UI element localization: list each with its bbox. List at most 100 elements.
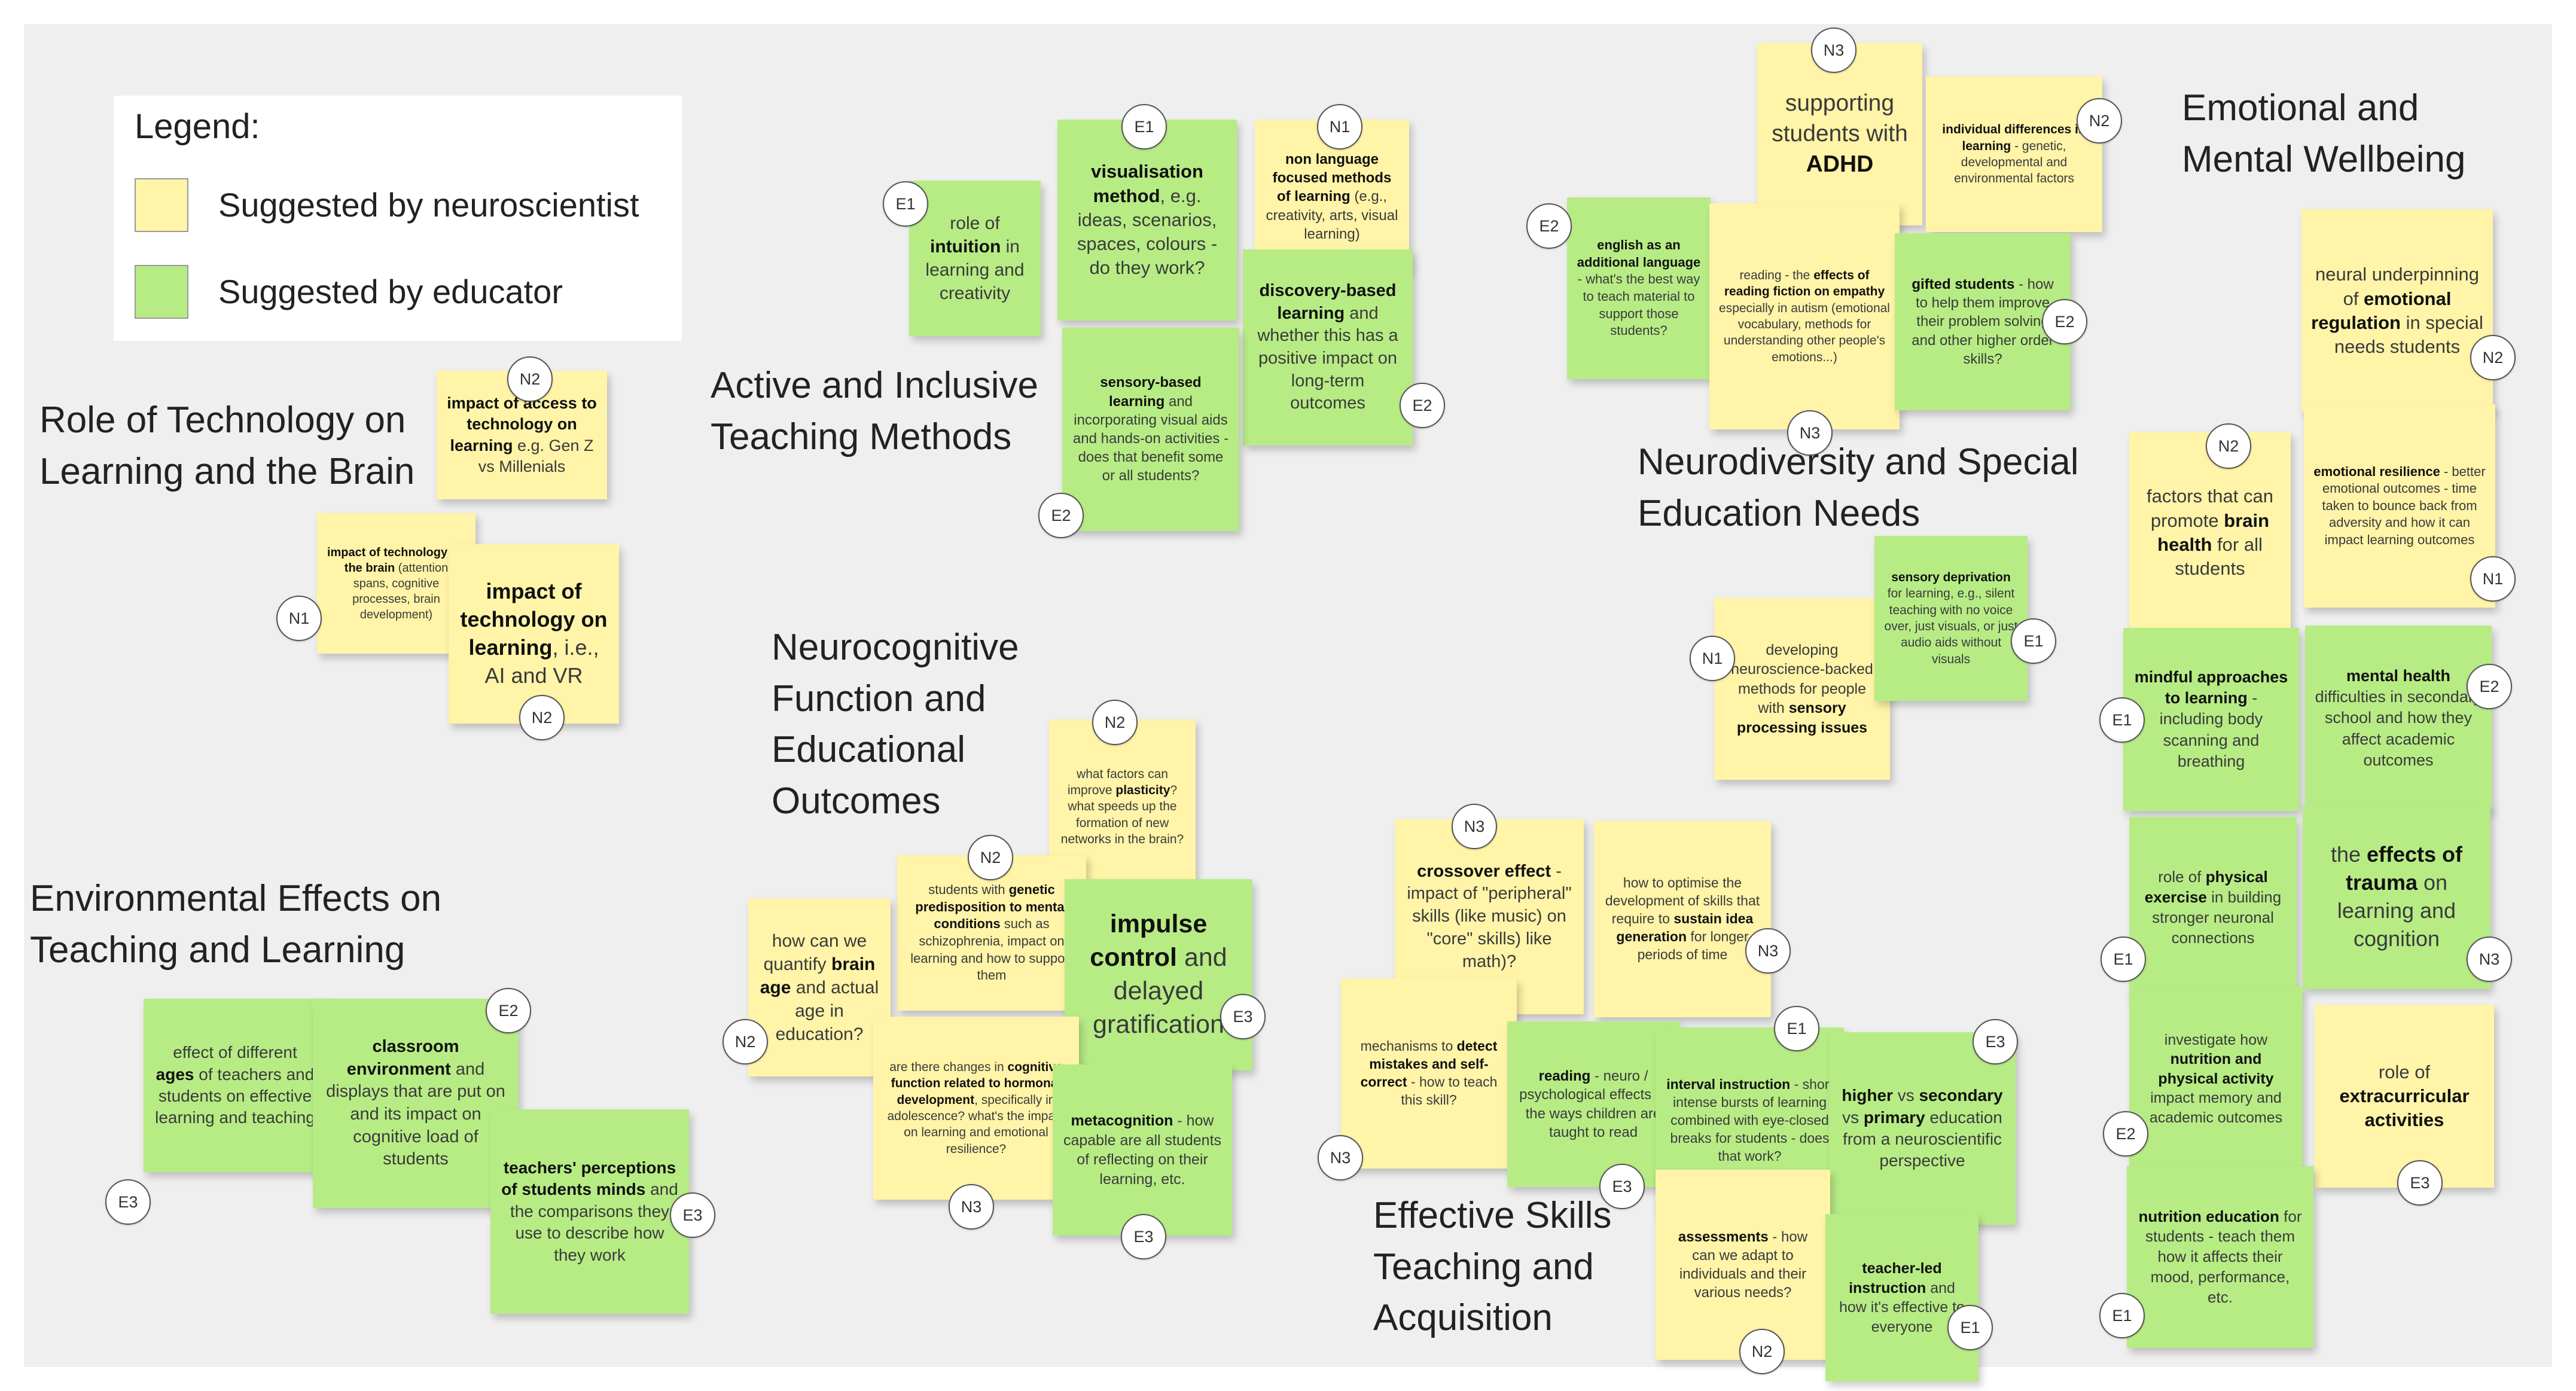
sticky-note-a5[interactable]: sensory-based learning and incorporating…: [1062, 328, 1239, 531]
contributor-badge-n3: N3: [1318, 1135, 1363, 1180]
sticky-note-text: discovery-based learning and whether thi…: [1257, 280, 1398, 413]
sticky-note-s4[interactable]: reading - neuro / psychological effects …: [1507, 1021, 1679, 1187]
sticky-note-text: the effects of trauma on learning and co…: [2330, 842, 2463, 951]
contributor-badge-e1: E1: [2101, 937, 2146, 982]
whiteboard-canvas: Legend: Suggested by neuroscientist Sugg…: [24, 24, 2552, 1381]
sticky-note-text: gifted students - how to help them impro…: [1912, 276, 2054, 367]
contributor-badge-e3: E3: [670, 1192, 715, 1238]
sticky-note-text: effect of different ages of teachers and…: [155, 1043, 315, 1127]
sticky-note-w5[interactable]: mental health difficulties in secondary …: [2305, 626, 2492, 811]
sticky-note-a1[interactable]: role of intuition in learning and creati…: [909, 181, 1041, 336]
heading-line: Teaching Methods: [711, 416, 1012, 457]
sticky-note-v2[interactable]: classroom environment and displays that …: [313, 999, 519, 1208]
sticky-note-text: investigate how nutrition and physical a…: [2149, 1031, 2283, 1126]
legend-swatch-educator: [135, 265, 188, 319]
sticky-note-s2[interactable]: how to optimise the development of skill…: [1594, 821, 1771, 1017]
sticky-note-w6[interactable]: role of physical exercise in building st…: [2129, 817, 2297, 999]
sticky-note-text: students with genetic predisposition to …: [910, 882, 1073, 983]
sticky-note-a4[interactable]: discovery-based learning and whether thi…: [1243, 249, 1413, 446]
sticky-note-w1[interactable]: neural underpinning of emotional regulat…: [2301, 209, 2493, 413]
sticky-note-d5[interactable]: gifted students - how to help them impro…: [1895, 233, 2071, 410]
sticky-note-s7[interactable]: assessments - how can we adapt to indivi…: [1656, 1170, 1830, 1360]
contributor-badge-n2: N2: [968, 835, 1013, 880]
contributor-badge-e2: E2: [1038, 493, 1084, 538]
sticky-note-text: impact of technology on learning, i.e., …: [460, 579, 608, 688]
sticky-note-text: impact of technology on the brain (atten…: [327, 545, 466, 621]
contributor-badge-n2: N2: [1739, 1329, 1785, 1374]
sticky-note-text: role of intuition in learning and creati…: [925, 213, 1025, 303]
sticky-note-a2[interactable]: visualisation method, e.g. ideas, scenar…: [1057, 120, 1237, 321]
legend: Legend: Suggested by neuroscientist Sugg…: [114, 96, 682, 341]
sticky-note-text: emotional resilience - better emotional …: [2313, 463, 2486, 547]
sticky-note-text: factors that can promote brain health fo…: [2147, 486, 2273, 579]
contributor-badge-e2: E2: [1400, 383, 1445, 428]
sticky-note-w9[interactable]: role of extracurricular activities: [2315, 1005, 2494, 1188]
sticky-note-text: sensory deprivation for learning, e.g., …: [1884, 571, 2018, 666]
sticky-note-text: teacher-led instruction and how it's eff…: [1839, 1260, 1965, 1335]
contributor-badge-e1: E1: [1774, 1006, 1819, 1051]
contributor-badge-n2: N2: [2470, 335, 2516, 380]
contributor-badge-n3: N3: [2467, 937, 2512, 982]
sticky-note-text: reading - the effects of reading fiction…: [1719, 269, 1890, 364]
sticky-note-text: role of physical exercise in building st…: [2144, 868, 2282, 947]
sticky-note-text: how can we quantify brain age and actual…: [760, 931, 879, 1044]
legend-label-neuroscientist: Suggested by neuroscientist: [218, 186, 639, 224]
sticky-note-c6[interactable]: metacognition - how capable are all stud…: [1053, 1064, 1232, 1236]
contributor-badge-e1: E1: [2099, 1293, 2145, 1338]
contributor-badge-n2: N2: [2206, 423, 2251, 469]
sticky-note-w8[interactable]: investigate how nutrition and physical a…: [2129, 987, 2303, 1171]
contributor-badge-n1: N1: [276, 596, 322, 641]
sticky-note-w4[interactable]: mindful approaches to learning - includi…: [2123, 628, 2299, 811]
contributor-badge-e1: E1: [1947, 1305, 1993, 1350]
sticky-note-c2[interactable]: students with genetic predisposition to …: [897, 855, 1086, 1011]
sticky-note-text: developing neuroscience-backed methods f…: [1731, 641, 1873, 736]
contributor-badge-e2: E2: [1526, 203, 1572, 249]
sticky-note-d2[interactable]: individual differences in learning - gen…: [1926, 77, 2102, 232]
contributor-badge-e2: E2: [486, 988, 531, 1033]
sticky-note-w2[interactable]: factors that can promote brain health fo…: [2129, 432, 2291, 634]
sticky-note-text: non language focused methods of learning…: [1266, 151, 1398, 242]
sticky-note-t3[interactable]: impact of technology on learning, i.e., …: [449, 544, 619, 724]
sticky-note-v1[interactable]: effect of different ages of teachers and…: [144, 999, 327, 1172]
sticky-note-text: nutrition education for students - teach…: [2138, 1207, 2302, 1306]
contributor-badge-e1: E1: [1121, 104, 1167, 150]
sticky-note-text: reading - neuro / psychological effects …: [1519, 1068, 1667, 1140]
sticky-note-c4[interactable]: impulse control and delayed gratificatio…: [1065, 879, 1252, 1070]
sticky-note-w7[interactable]: the effects of trauma on learning and co…: [2303, 805, 2490, 989]
sticky-note-d6[interactable]: developing neuroscience-backed methods f…: [1714, 598, 1890, 780]
sticky-note-text: higher vs secondary vs primary education…: [1842, 1086, 2003, 1170]
sticky-note-s3[interactable]: mechanisms to detect mistakes and self-c…: [1341, 978, 1517, 1169]
sticky-note-d1[interactable]: supporting students with ADHD: [1757, 43, 1922, 225]
sticky-note-d4[interactable]: reading - the effects of reading fiction…: [1709, 203, 1900, 429]
contributor-badge-n2: N2: [1092, 700, 1138, 745]
heading-line: Mental Wellbeing: [2182, 138, 2466, 180]
heading-line: Function and: [772, 678, 986, 719]
contributor-badge-e3: E3: [105, 1179, 151, 1225]
sticky-note-c5[interactable]: are there changes in cognitive function …: [873, 1017, 1079, 1200]
sticky-note-text: english as an additional language - what…: [1577, 237, 1701, 338]
sticky-note-d7[interactable]: sensory deprivation for learning, e.g., …: [1874, 536, 2028, 701]
sticky-note-a3[interactable]: non language focused methods of learning…: [1255, 120, 1409, 274]
sticky-note-w3[interactable]: emotional resilience - better emotional …: [2304, 404, 2495, 608]
sticky-note-text: impact of access to technology on learni…: [447, 394, 597, 475]
sticky-note-w10[interactable]: nutrition education for students - teach…: [2127, 1166, 2313, 1348]
sticky-note-text: mindful approaches to learning - includi…: [2134, 668, 2288, 770]
sticky-note-v3[interactable]: teachers' perceptions of students minds …: [490, 1109, 689, 1314]
contributor-badge-e3: E3: [2397, 1160, 2443, 1206]
sticky-note-c3[interactable]: how can we quantify brain age and actual…: [748, 898, 891, 1076]
heading-line: Teaching and: [1373, 1246, 1594, 1288]
contributor-badge-e2: E2: [2467, 664, 2512, 709]
sticky-note-text: what factors can improve plasticity? wha…: [1060, 767, 1184, 846]
sticky-note-s8[interactable]: teacher-led instruction and how it's eff…: [1825, 1214, 1979, 1381]
sticky-note-s6[interactable]: higher vs secondary vs primary education…: [1829, 1032, 2016, 1225]
contributor-badge-e3: E3: [1220, 994, 1266, 1039]
contributor-badge-n1: N1: [1317, 104, 1362, 150]
sticky-note-d3[interactable]: english as an additional language - what…: [1567, 197, 1711, 379]
contributor-badge-e1: E1: [2099, 697, 2145, 743]
contributor-badge-n1: N1: [2470, 556, 2516, 602]
sticky-note-text: how to optimise the development of skill…: [1605, 875, 1760, 962]
